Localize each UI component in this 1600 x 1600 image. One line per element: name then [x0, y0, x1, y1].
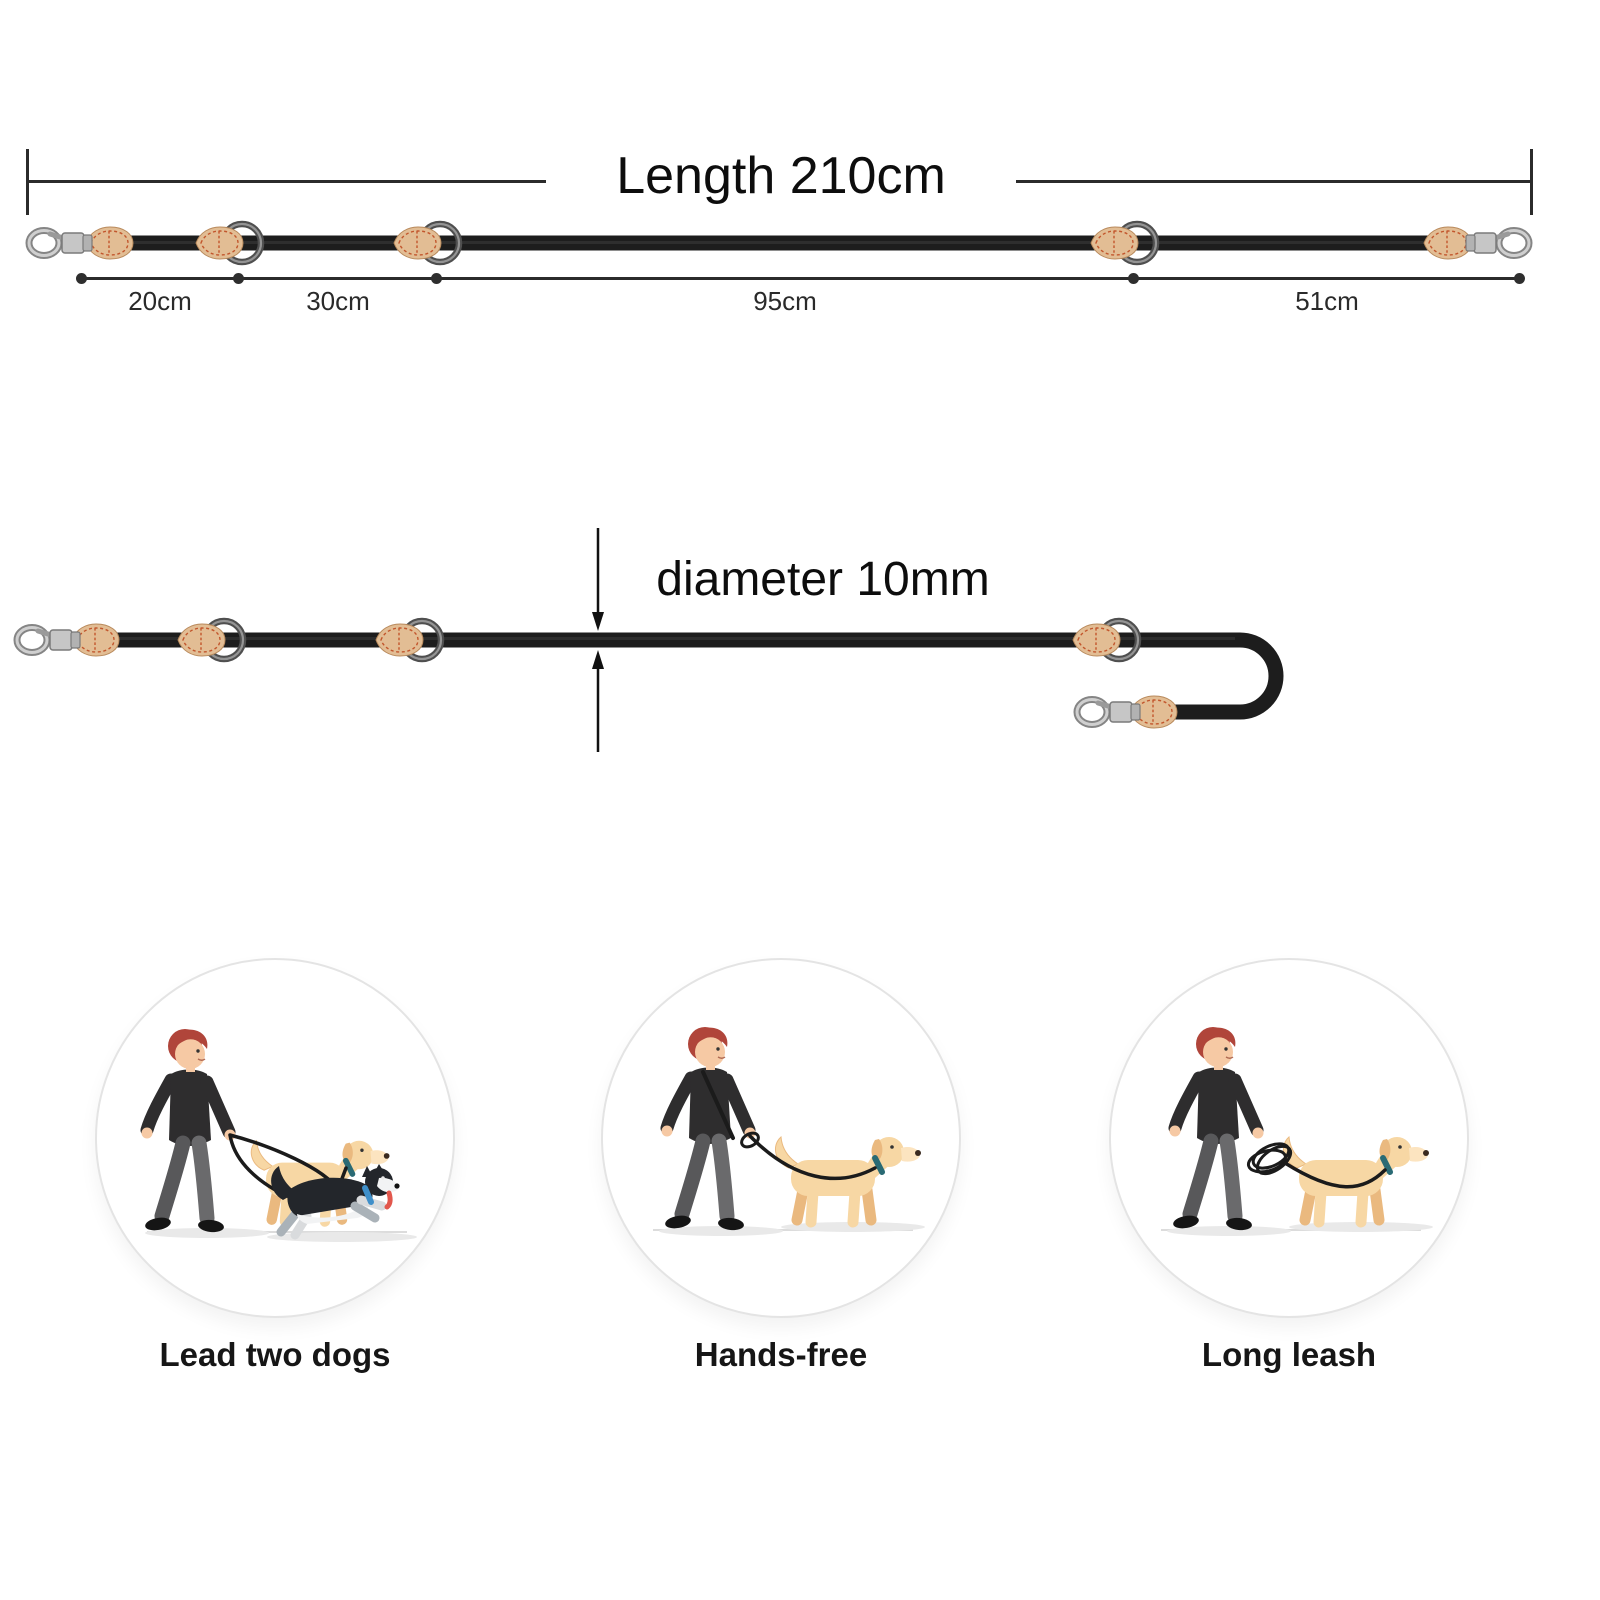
leather-sleeve	[1090, 226, 1139, 260]
use-case-circle-lead-two-dogs	[95, 958, 455, 1318]
diameter-arrow-icon	[592, 528, 604, 752]
measure-dot	[1128, 273, 1139, 284]
snap-hook-icon	[1077, 700, 1140, 725]
use-case-label-long-leash: Long leash	[1201, 1336, 1377, 1373]
use-case-label-lead-two-dogs: Lead two dogs	[159, 1336, 391, 1373]
dog-walker	[1170, 1027, 1264, 1231]
segment-label-51cm: 51cm	[1295, 286, 1359, 316]
leash-line	[1246, 1142, 1387, 1189]
dimension-tick-right	[1530, 149, 1533, 215]
golden-dog	[1283, 1137, 1429, 1222]
lead-two-dogs-illustration	[97, 960, 417, 1242]
diameter-title: diameter 10mm	[656, 553, 990, 606]
dimension-line-left	[26, 180, 546, 183]
use-case-circle-long-leash	[1109, 958, 1469, 1318]
dog-walker	[142, 1029, 236, 1233]
leather-sleeve	[177, 623, 226, 657]
segment-label-20cm: 20cm	[128, 286, 192, 316]
dog-walker	[662, 1027, 756, 1231]
segment-label-30cm: 30cm	[306, 286, 370, 316]
measure-dot	[1514, 273, 1525, 284]
segment-measure-line	[80, 277, 1522, 280]
leather-sleeve	[1072, 623, 1121, 657]
snap-hook-icon	[29, 231, 92, 256]
leash-folded-image	[0, 528, 1284, 752]
leather-sleeve	[1423, 226, 1472, 260]
total-length-title: Length 210cm	[616, 147, 946, 205]
rope	[104, 632, 1284, 720]
golden-dog	[775, 1137, 921, 1222]
leather-sleeve	[85, 226, 134, 260]
use-case-circle-hands-free	[601, 958, 961, 1318]
segment-label-95cm: 95cm	[753, 286, 817, 316]
leather-sleeve	[393, 226, 442, 260]
rope-highlight	[118, 241, 1454, 244]
leash-full-length-image	[18, 203, 1548, 283]
leather-sleeve	[195, 226, 244, 260]
snap-hook-icon	[1466, 231, 1529, 256]
leash-line	[701, 1070, 877, 1181]
snap-hook-icon	[17, 628, 80, 653]
measure-dot	[233, 273, 244, 284]
leather-sleeve	[375, 623, 424, 657]
dimension-line-right	[1016, 180, 1532, 183]
measure-dot	[431, 273, 442, 284]
long-leash-illustration	[1161, 960, 1467, 1316]
use-case-label-hands-free: Hands-free	[694, 1336, 868, 1373]
hands-free-illustration	[653, 960, 959, 1316]
measure-dot	[76, 273, 87, 284]
